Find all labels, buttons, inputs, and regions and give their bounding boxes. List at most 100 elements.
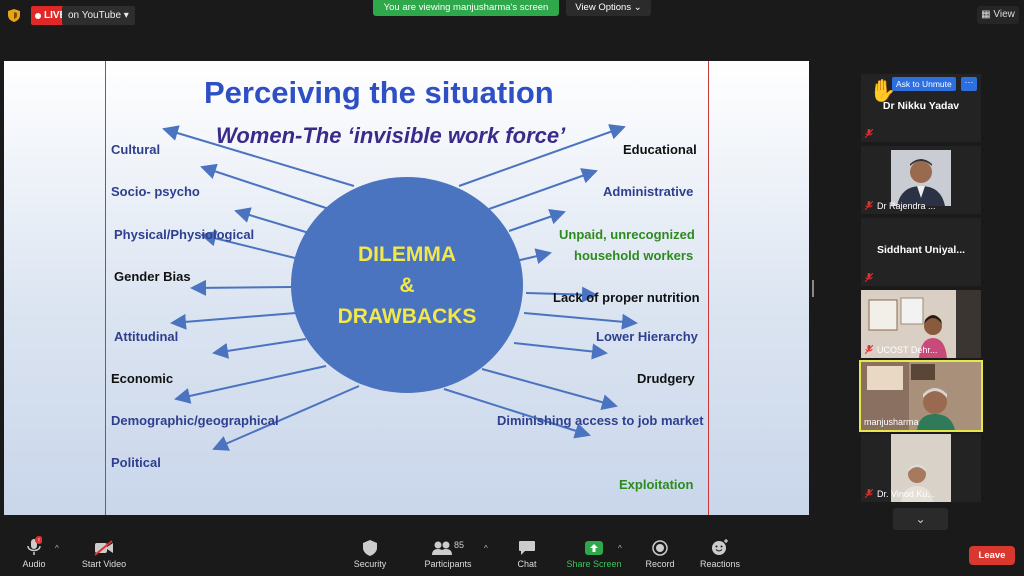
slide-frame (105, 61, 709, 515)
arrow-socio (200, 163, 330, 210)
arrow-attitudinal-2 (212, 338, 307, 359)
share-options-caret[interactable]: ^ (618, 544, 622, 553)
slide-title: Perceiving the situation (204, 75, 554, 110)
share-screen-label: Share Screen (566, 559, 622, 569)
arrow-economic (174, 365, 327, 404)
participant-name: Dr Rajendra ... (877, 201, 936, 211)
arrow-nutrition (525, 286, 598, 303)
right-item-household: household workers (574, 248, 694, 263)
participants-label: Participants (424, 559, 472, 569)
panel-resize-handle[interactable] (812, 280, 814, 297)
left-item-socio: Socio- psycho (111, 184, 200, 199)
chevron-down-icon: ⌄ (915, 512, 926, 526)
participant-name: Dr Nikku Yadav (882, 100, 960, 112)
chevron-down-icon: ⌄ (633, 2, 642, 13)
share-screen-button[interactable]: Share Screen (563, 532, 625, 576)
youtube-label: on YouTube (68, 10, 122, 21)
mic-icon: ! (27, 536, 42, 555)
shared-screen-slide: Perceiving the situation Women-The ‘invi… (4, 61, 809, 515)
share-screen-icon (585, 541, 603, 555)
right-item-unpaid: Unpaid, unrecognized (559, 227, 695, 242)
center-line-1: DILEMMA (358, 242, 456, 266)
screen-share-banner: You are viewing manjusharma's screen (373, 0, 559, 16)
participant-video-manjusharma (861, 362, 981, 430)
reactions-label: Reactions (699, 559, 741, 569)
mic-badge-text: ! (38, 539, 40, 545)
more-options-button[interactable]: ··· (961, 77, 977, 91)
participant-tile-siddhant[interactable]: Siddhant Uniyal... (861, 218, 981, 286)
video-off-icon (94, 540, 113, 556)
left-item-political: Political (111, 455, 161, 470)
raised-hand-icon: ✋ (869, 78, 897, 103)
live-dot-icon (35, 12, 41, 19)
participant-name: Siddhant Uniyal... (876, 244, 966, 256)
live-label: LIVE (44, 10, 67, 21)
arrow-educational (458, 124, 626, 187)
arrow-hierarchy-2 (513, 342, 608, 360)
start-video-label: Start Video (81, 559, 127, 569)
meeting-toolbar: ! Audio ^ Start Video Security 85 Partic… (0, 532, 1024, 576)
security-button[interactable]: Security (350, 532, 390, 576)
chat-icon (519, 541, 535, 555)
participants-options-caret[interactable]: ^ (484, 544, 488, 553)
record-button[interactable]: Record (642, 532, 678, 576)
participant-count: 85 (453, 540, 464, 550)
right-item-drudgery: Drudgery (637, 371, 695, 386)
participant-tile-nikku[interactable]: ✋ Ask to Unmute ··· Dr Nikku Yadav (861, 74, 981, 142)
arrow-demographic (212, 385, 360, 451)
audio-button[interactable]: ! Audio (14, 532, 54, 576)
reactions-icon (712, 539, 728, 555)
participant-name: manjusharma (864, 417, 919, 427)
arrow-physical-2 (200, 230, 300, 260)
audio-label: Audio (22, 559, 46, 569)
muted-mic-icon (865, 201, 873, 210)
participants-icon (431, 541, 452, 555)
arrow-physical-1 (234, 207, 310, 234)
center-text: DILEMMA & DRAWBACKS (291, 177, 523, 393)
center-circle (291, 177, 523, 393)
left-item-demographic: Demographic/geographical (111, 413, 279, 428)
right-item-nutrition: Lack of proper nutrition (553, 290, 700, 305)
top-bar: LIVE on YouTube ▾ You are viewing manjus… (0, 0, 1024, 32)
live-badge[interactable]: LIVE (31, 6, 71, 25)
muted-mic-icon (865, 489, 873, 498)
start-video-button[interactable]: Start Video (78, 532, 130, 576)
participant-tile-manjusharma[interactable]: manjusharma (859, 360, 983, 432)
muted-mic-icon (865, 345, 873, 354)
participant-tile-ucost[interactable]: UCOST Dehr... (861, 290, 981, 358)
arrow-unpaid (508, 209, 566, 232)
shield-icon[interactable] (8, 9, 20, 22)
arrow-administrative (488, 168, 598, 210)
right-item-hierarchy: Lower Hierarchy (596, 329, 698, 344)
ask-to-unmute-button[interactable]: Ask to Unmute (892, 77, 956, 91)
youtube-stream-button[interactable]: on YouTube ▾ (62, 6, 135, 25)
record-label: Record (645, 559, 675, 569)
slide-subtitle: Women-The ‘invisible work force’ (216, 123, 566, 148)
right-item-educational: Educational (623, 142, 697, 157)
participant-tile-vinod[interactable]: Dr. Vinod Ku... (861, 434, 981, 502)
reactions-button[interactable]: Reactions (698, 532, 742, 576)
arrow-household (515, 248, 552, 264)
left-item-gender-bias: Gender Bias (114, 269, 191, 284)
arrow-diminishing (443, 388, 591, 439)
right-item-administrative: Administrative (603, 184, 694, 199)
right-item-exploitation: Exploitation (619, 477, 694, 492)
audio-options-caret[interactable]: ^ (55, 544, 59, 553)
right-item-diminishing: Diminishing access to job market (497, 413, 704, 428)
record-icon (652, 540, 668, 556)
arrow-attitudinal (170, 312, 297, 330)
security-shield-icon (363, 540, 377, 556)
participant-video-vinod (891, 434, 951, 502)
view-button[interactable]: ▦ View (977, 6, 1019, 24)
leave-button[interactable]: Leave (969, 546, 1015, 565)
view-options-button[interactable]: View Options ⌄ (566, 0, 651, 16)
chat-button[interactable]: Chat (510, 532, 544, 576)
arrow-hierarchy (523, 312, 638, 330)
left-item-economic: Economic (111, 371, 174, 386)
participants-button[interactable]: 85 Participants (420, 532, 476, 576)
view-options-label: View Options (575, 2, 632, 13)
participant-video-ucost (861, 290, 981, 358)
scroll-down-button[interactable]: ⌄ (893, 508, 948, 530)
participant-tile-rajendra[interactable]: Dr Rajendra ... (861, 146, 981, 214)
center-line-3: DRAWBACKS (337, 304, 477, 328)
